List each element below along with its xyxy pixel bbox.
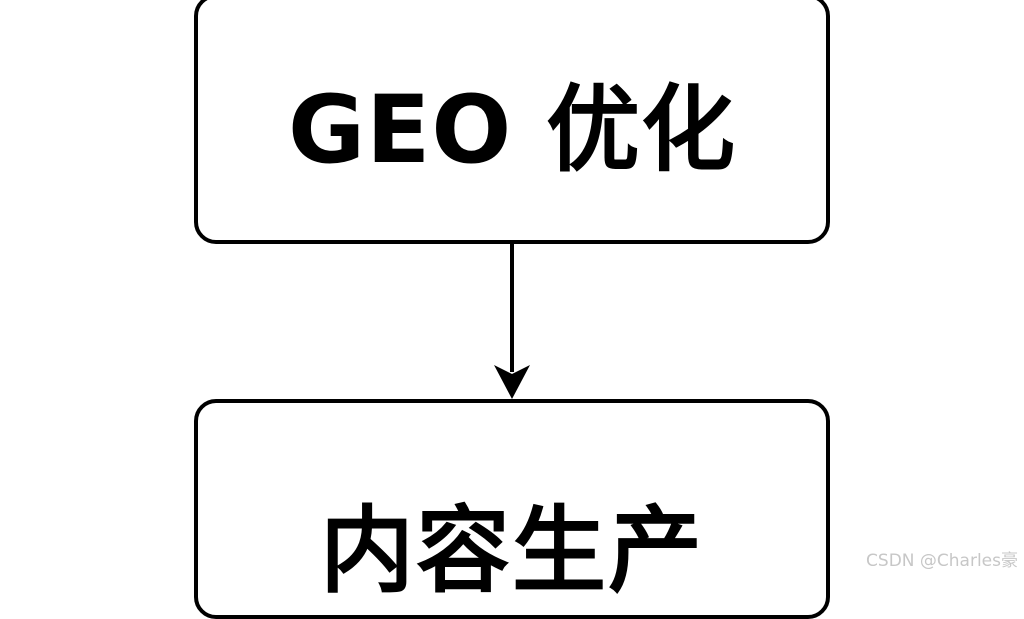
flowchart: GEO 优化 内容生产: [194, 0, 830, 619]
arrow-head-icon: [494, 365, 530, 399]
watermark: CSDN @Charles豪: [866, 551, 1018, 571]
node-label-content-production: 内容生产: [319, 497, 704, 606]
node-label-geo-optimization: GEO 优化: [287, 76, 736, 185]
node-content-production: 内容生产: [194, 399, 830, 619]
node-geo-optimization: GEO 优化: [194, 0, 830, 244]
edge-arrow: [494, 244, 530, 399]
